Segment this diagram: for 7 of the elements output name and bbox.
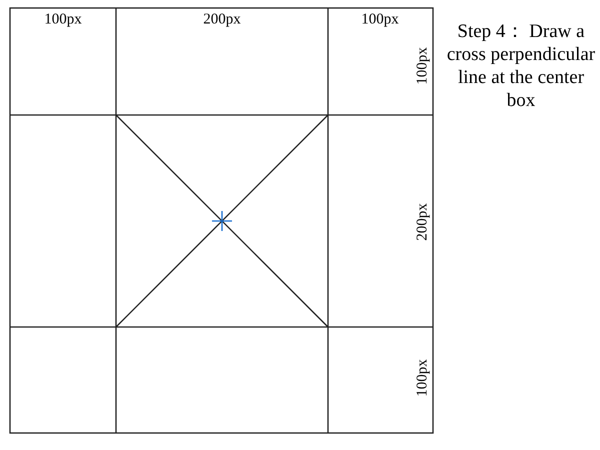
- dimension-label: 100px: [361, 12, 399, 28]
- dimension-label: 100px: [416, 47, 430, 85]
- dimension-label: 100px: [44, 12, 82, 28]
- step-instruction: Step 4： Draw a cross perpendicular line at the center box: [446, 20, 596, 112]
- dimension-label: 200px: [203, 12, 241, 28]
- dimension-label: 200px: [416, 203, 430, 241]
- dimension-label: 100px: [416, 359, 430, 397]
